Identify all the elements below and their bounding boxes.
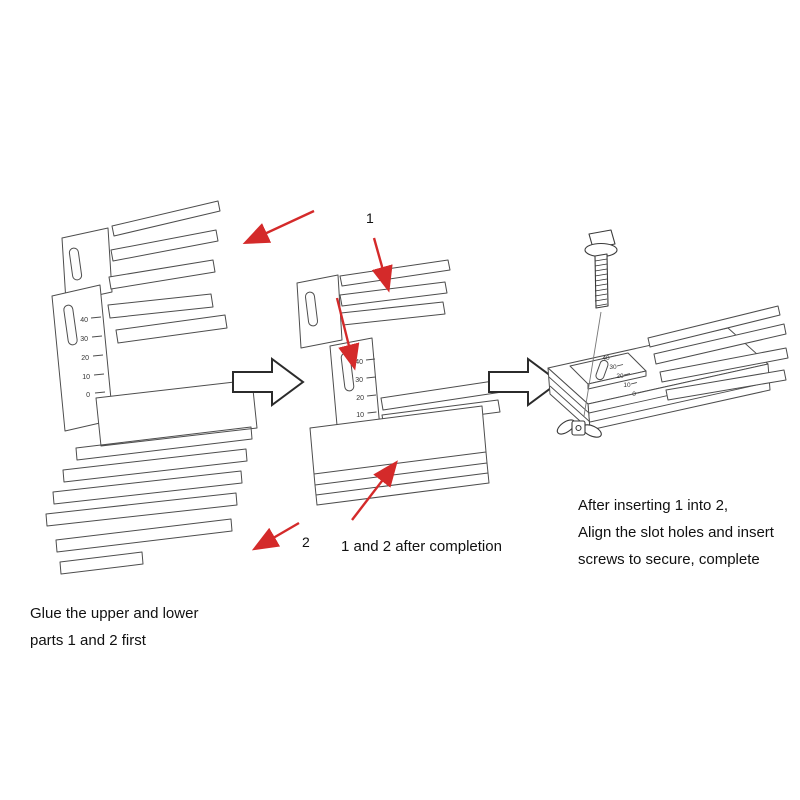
ruler-number-0: 0: [632, 391, 636, 398]
left-exploded-part2-stack: [45, 379, 258, 575]
red-arrow: [251, 521, 300, 551]
middle-part2-complete: 40 30 20 10 0: [309, 337, 503, 506]
board-stack: [45, 379, 258, 575]
step-arrow-icon: [232, 357, 305, 407]
ruler-ticks: [90, 316, 106, 394]
layer-seams: [548, 376, 591, 423]
wing-nut: [556, 419, 602, 438]
red-arrow: [335, 297, 360, 371]
left-exploded-part1: 40 30 20 10 0: [51, 200, 228, 432]
ruler-number-20: 20: [616, 373, 624, 380]
ruler-number-0: 0: [86, 392, 90, 399]
inserted-plate-edge: [587, 370, 647, 390]
caption-right-line3: screws to secure, complete: [578, 551, 760, 568]
fanned-slats: [339, 259, 451, 326]
slot-hole: [595, 359, 609, 381]
ruler-ticks: [365, 358, 378, 430]
flange-screw: [584, 229, 618, 309]
red-arrow: [242, 209, 315, 245]
caption-right-line2: Align the slot holes and insert: [578, 524, 774, 541]
small-slotted-plate: [61, 227, 113, 303]
ruler-number-40: 40: [602, 355, 610, 362]
screw-threads: [594, 258, 608, 307]
caption-left: Glue the upper and lower parts 1 and 2 f…: [30, 600, 198, 654]
red-arrow: [371, 237, 393, 293]
part-label-1: 1: [366, 210, 374, 226]
ruler-number-10: 10: [356, 412, 364, 419]
ruler-number-30: 30: [355, 377, 363, 384]
caption-right: After inserting 1 into 2, Align the slot…: [578, 492, 774, 573]
ruler-number-10: 10: [623, 382, 631, 389]
middle-part1-complete: [296, 259, 451, 349]
fanned-slats: [647, 305, 789, 401]
screw-axis-line: [583, 311, 602, 417]
ruler-number-30: 30: [80, 336, 88, 343]
caption-right-line1: After inserting 1 into 2,: [578, 497, 729, 514]
ruler-number-30: 30: [609, 364, 617, 371]
slot-hole: [63, 304, 78, 346]
ruler-number-40: 40: [355, 359, 363, 366]
slot-hole: [68, 247, 83, 281]
ruler-number-20: 20: [356, 395, 364, 402]
caption-middle: 1 and 2 after completion: [341, 538, 502, 555]
slot-hole: [304, 291, 319, 327]
red-arrow: [351, 460, 398, 521]
ruler-number-40: 40: [80, 317, 88, 324]
slotted-plate: [296, 274, 343, 349]
ruler-number-10: 10: [82, 374, 90, 381]
glued-base-stack: [309, 405, 490, 506]
part-label-2: 2: [302, 534, 310, 550]
step-arrow-icon: [488, 357, 561, 407]
caption-left-line1: Glue the upper and lower: [30, 605, 199, 622]
wing-nut-hole: [575, 424, 582, 432]
right-final-assembly: 40 30 20 10 0: [547, 229, 789, 438]
ruler-number-20: 20: [81, 355, 89, 362]
ruler-ticks: [609, 355, 645, 394]
fanned-slats: [107, 200, 228, 344]
caption-left-line2: parts 1 and 2 first: [30, 632, 146, 649]
